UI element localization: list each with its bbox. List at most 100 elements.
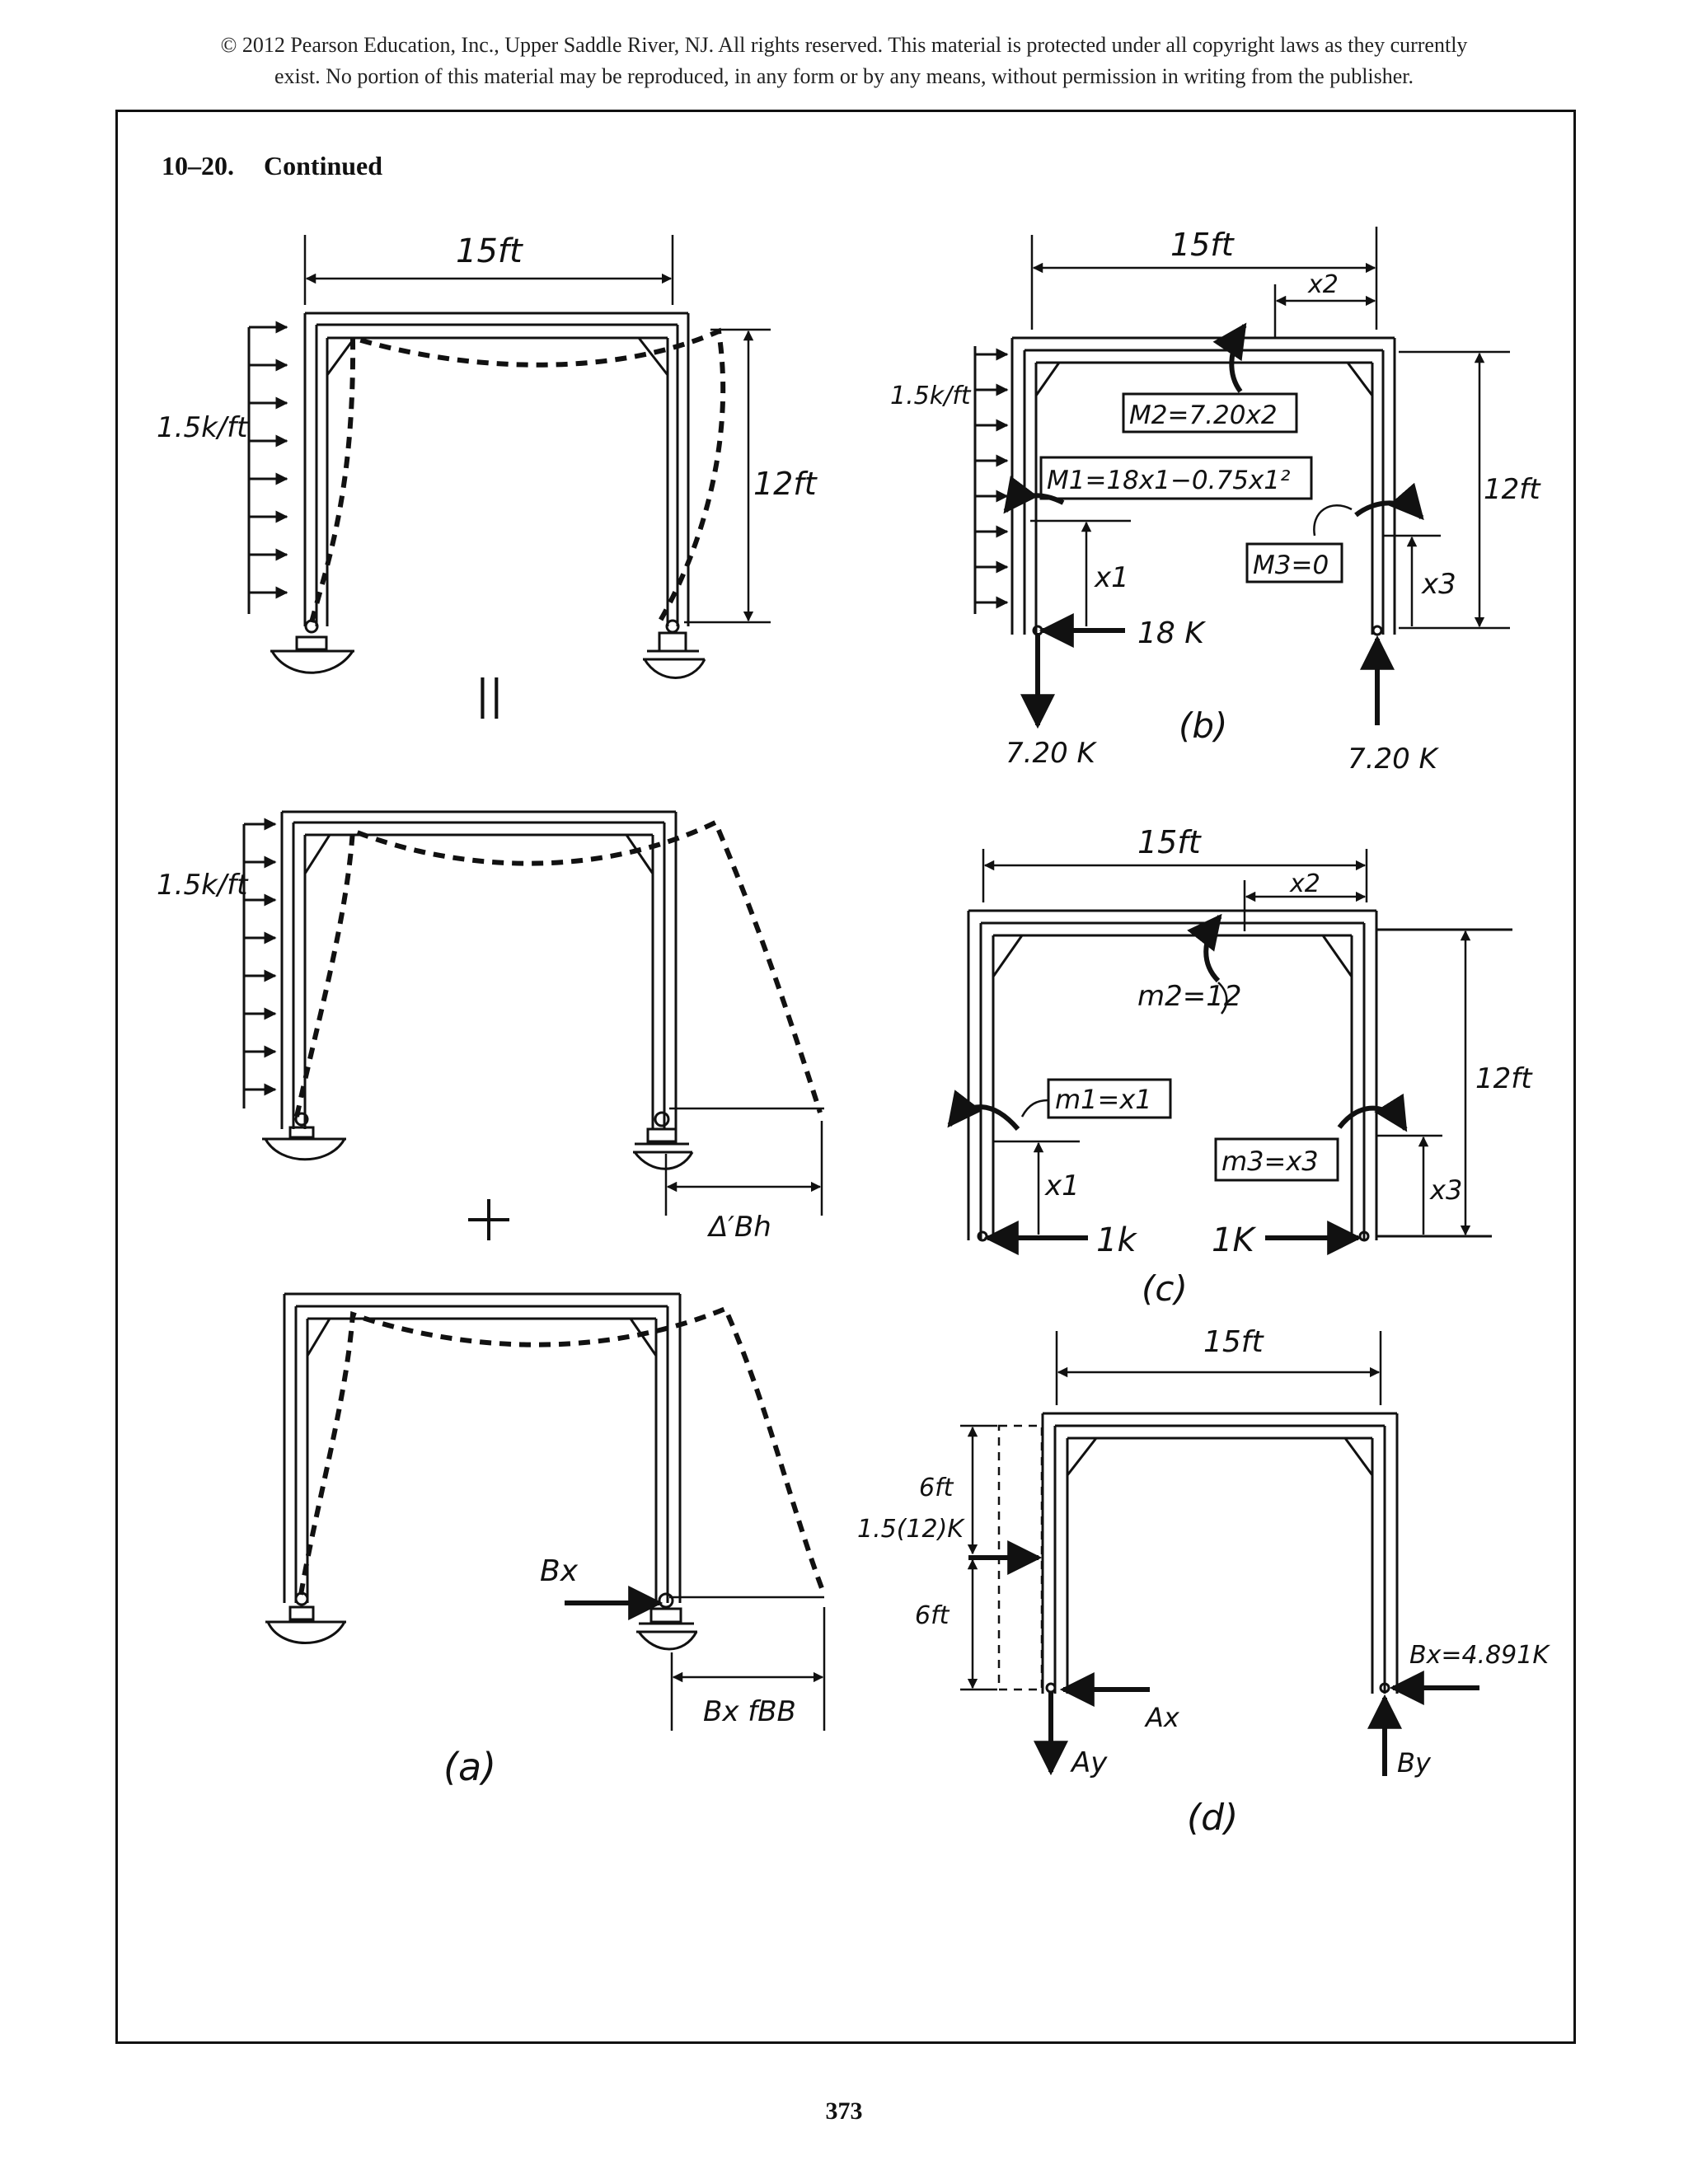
- frame-b-m2-label: M2=7.20x2: [1129, 401, 1278, 430]
- problem-status: Continued: [264, 151, 383, 180]
- frame-c-height-label: 12ft: [1475, 1062, 1533, 1095]
- frame-b-moment-m2-arrow: [1212, 322, 1247, 393]
- frame-c-x3-label: x3: [1429, 1174, 1462, 1206]
- frame-d-pin-right: [1379, 1682, 1390, 1694]
- frame-b-structure: [1010, 336, 1396, 635]
- frame-1-dimension-span: [303, 235, 674, 305]
- frame-b-pin-right: [1372, 625, 1383, 636]
- frame-2-structure: [280, 810, 678, 1129]
- frame-c-moment-m1-arrow: [947, 1090, 1020, 1131]
- frame-3-diagram: [265, 1292, 827, 1731]
- frame-d-ax-label: Ax: [1144, 1702, 1180, 1733]
- frame-2-diagram: [242, 810, 824, 1240]
- frame-b-x1-label: x1: [1094, 561, 1129, 594]
- frame-b-pin-left: [1032, 625, 1043, 636]
- frame-b-height-label: 12ft: [1484, 473, 1541, 506]
- frame-b-span-label: 15ft: [1170, 227, 1236, 263]
- frame-b-m3-leader: [1313, 504, 1353, 537]
- caption-b: (b): [1179, 705, 1227, 746]
- frame-1-support-left: [270, 619, 354, 674]
- frame-c-m3-label: m3=x3: [1221, 1146, 1319, 1177]
- frame-b-18k-label: 18 K: [1137, 616, 1206, 650]
- frame-b-right-force-label: 7.20 K: [1348, 743, 1440, 776]
- frame-1-distributed-load: [247, 321, 288, 614]
- frame-b-m1-box: [1039, 456, 1313, 500]
- frame-b-dimension-x3: [1383, 534, 1441, 626]
- content-frame: [115, 110, 1576, 2044]
- frame-d-bx-label: Bx=4.891K: [1409, 1641, 1550, 1670]
- frame-c-dimension-span: [982, 849, 1368, 931]
- frame-b-moment-m3-arrow: [1354, 482, 1424, 521]
- frame-c-m3-box: [1214, 1137, 1339, 1182]
- frame-2-dimension-delta: [664, 1107, 824, 1216]
- frame-2-delta-label: Δ′Bh: [706, 1211, 771, 1244]
- frame-1-diagram: [247, 235, 771, 679]
- frame-3-delta-label: Bx fBB: [703, 1695, 796, 1728]
- frame-c-pin-left: [977, 1230, 988, 1242]
- frame-c-left-force-label: 1k: [1096, 1221, 1137, 1259]
- frame-b-distributed-load: [973, 346, 1009, 614]
- frame-c-diagram: [947, 849, 1512, 1255]
- frame-c-dimension-x1: [993, 1140, 1080, 1235]
- page-number: 373: [825, 2097, 863, 2125]
- frame-3-force-label: Bx: [540, 1554, 579, 1588]
- frame-1-height-label: 12ft: [753, 466, 818, 502]
- frame-d-span-label: 15ft: [1203, 1325, 1264, 1359]
- frame-b-x2-label: x2: [1307, 270, 1339, 299]
- frame-c-moment-m3-arrow: [1337, 1093, 1408, 1132]
- frame-2-load-label: 1.5k/ft: [157, 869, 249, 902]
- frame-3-deflected-shape: [298, 1305, 827, 1596]
- frame-3-structure: [283, 1292, 682, 1603]
- frame-c-m2-label: m2=12: [1137, 980, 1242, 1013]
- frame-c-span-label: 15ft: [1137, 824, 1203, 860]
- frame-c-x2-label: x2: [1289, 869, 1320, 898]
- frame-d-dimension-span: [1055, 1331, 1382, 1405]
- frame-b-load-label: 1.5k/ft: [890, 382, 972, 410]
- frame-2-deflected-shape: [294, 818, 823, 1118]
- frame-1-structure: [303, 312, 690, 626]
- frame-1-support-right: [643, 619, 706, 679]
- frame-c-dimension-x3: [1376, 1134, 1442, 1235]
- copyright-notice: © 2012 Pearson Education, Inc., Upper Sa…: [0, 30, 1688, 92]
- frame-1-dimension-height: [684, 328, 771, 624]
- frame-b-dimension-x1: [1030, 519, 1131, 626]
- frame-b-dimension-span: [1030, 227, 1378, 338]
- frame-c-m2-leader: [1217, 982, 1228, 1015]
- frame-b-left-force-label: 7.20 K: [1006, 737, 1098, 770]
- frame-d-by-label: By: [1397, 1747, 1432, 1779]
- frame-3-dimension-delta: [669, 1596, 826, 1731]
- frame-d-dimension-vertical: [960, 1424, 997, 1691]
- copyright-line-1: © 2012 Pearson Education, Inc., Upper Sa…: [220, 33, 1468, 57]
- frame-c-pin-right: [1358, 1230, 1370, 1242]
- frame-b-diagram: [973, 227, 1510, 729]
- equals-sign: ||: [476, 671, 504, 719]
- frame-c-moment-m2-arrow: [1187, 913, 1222, 983]
- frame-b-x3-label: x3: [1421, 568, 1456, 601]
- frame-2-support-left: [262, 1112, 346, 1161]
- frame-b-moment-m1-arrow: [1003, 476, 1065, 514]
- frame-2-support-right: [633, 1111, 694, 1170]
- frame-c-x1-label: x1: [1044, 1169, 1080, 1202]
- frame-d-structure: [1041, 1412, 1399, 1694]
- frame-b-m3-label: M3=0: [1253, 551, 1329, 580]
- copyright-line-2: exist. No portion of this material may b…: [274, 64, 1414, 88]
- frame-1-deflected-shape: [309, 327, 726, 624]
- problem-heading: 10–20.Continued: [162, 151, 382, 181]
- frame-1-load-label: 1.5k/ft: [157, 411, 249, 444]
- frame-c-m1-leader: [1020, 1099, 1049, 1118]
- frame-c-structure: [967, 909, 1512, 1240]
- frame-3-support-left: [265, 1591, 346, 1644]
- frame-b-m2-box: [1122, 392, 1298, 434]
- frame-b-m1-label: M1=18x1−0.75x1²: [1047, 466, 1290, 495]
- plus-sign: [468, 1199, 509, 1240]
- frame-d-diagram: [960, 1331, 1479, 1776]
- frame-b-dimension-height: [1399, 350, 1510, 630]
- frame-d-bottom-segment-label: 6ft: [915, 1601, 950, 1630]
- frame-d-top-segment-label: 6ft: [919, 1474, 954, 1502]
- caption-d: (d): [1187, 1797, 1238, 1839]
- frame-d-pin-left: [1045, 1682, 1057, 1694]
- frame-c-right-force-label: 1K: [1212, 1221, 1256, 1259]
- frame-c-m1-label: m1=x1: [1055, 1084, 1152, 1115]
- frame-d-load-label: 1.5(12)K: [857, 1515, 965, 1544]
